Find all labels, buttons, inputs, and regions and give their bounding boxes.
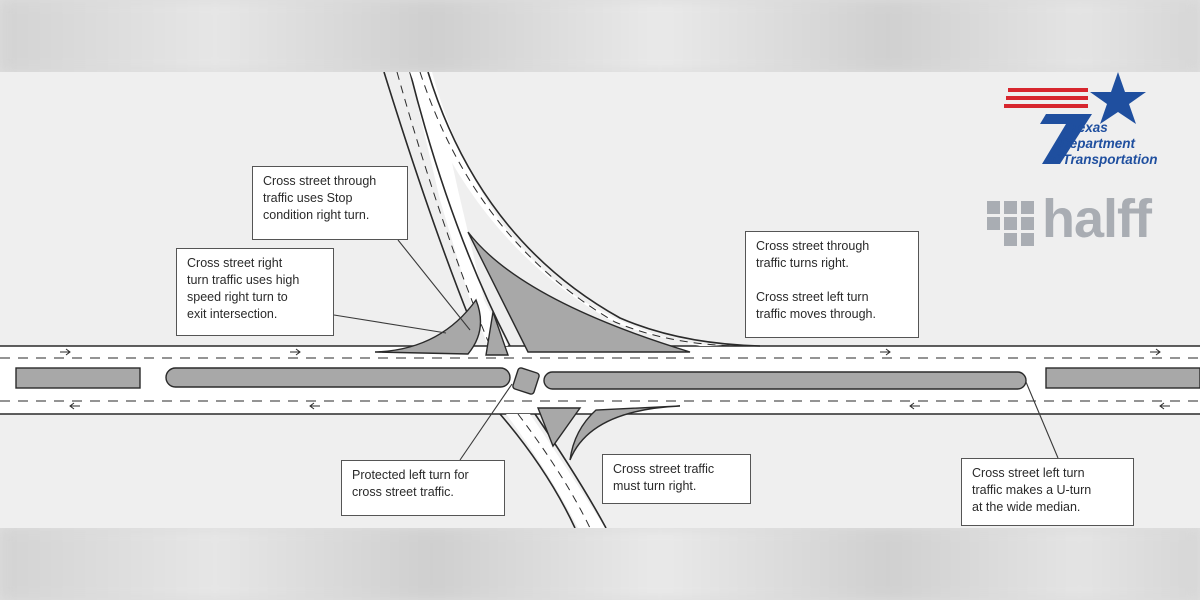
east-sweep-edge (427, 72, 761, 347)
median-long-west (165, 367, 511, 388)
median-block-west (15, 367, 141, 389)
east-sweep-centerline (419, 72, 741, 347)
callout-must-turn-right: Cross street traffic must turn right. (602, 454, 751, 504)
arrow-mark-4 (1150, 348, 1161, 356)
south-leg-edge-right (534, 413, 607, 528)
arrow-mark-7 (909, 402, 920, 410)
south-leg-edge-left (499, 413, 576, 528)
callout-stop-right-turn: Cross street through traffic uses Stop c… (252, 166, 408, 240)
island-north-big-triangle (467, 231, 691, 353)
island-south-curve (569, 405, 681, 461)
leader-high-speed-right (333, 314, 447, 334)
txdot-text-line1: Texas (1070, 120, 1108, 135)
arrow-mark-2 (290, 348, 301, 356)
callout-u-turn: Cross street left turn traffic makes a U… (961, 458, 1134, 526)
leader-u-turn (1025, 381, 1059, 459)
arrow-mark-6 (309, 402, 320, 410)
island-north-left-curve (374, 298, 482, 355)
callout-high-speed-right-turn: Cross street right turn traffic uses hig… (176, 248, 334, 336)
island-north-small-triangle (485, 311, 509, 356)
leader-stop-right-turn (397, 239, 471, 331)
txdot-text-line3: of Transportation (1046, 152, 1158, 167)
arrow-mark-3 (880, 348, 891, 356)
blurred-background-top (0, 0, 1200, 72)
arrow-mark-5 (69, 402, 80, 410)
callout-protected-left-turn: Protected left turn for cross street tra… (341, 460, 505, 516)
txdot-text-line2: Department (1060, 136, 1136, 151)
halff-grid-logo-icon (987, 201, 1034, 246)
arrow-mark-8 (1159, 402, 1170, 410)
callout-turns-right-moves-through: Cross street through traffic turns right… (745, 231, 919, 338)
south-leg-road (506, 414, 605, 528)
island-south-triangle (536, 407, 582, 448)
median-long-east (543, 371, 1027, 390)
median-block-east (1045, 367, 1200, 389)
txdot-star-logo-icon (1004, 72, 1146, 164)
blurred-background-bottom (0, 528, 1200, 600)
median-small-center (512, 367, 540, 395)
arrow-mark-1 (60, 348, 71, 356)
leader-protected-left (459, 383, 513, 461)
halff-logo-text: halff (1042, 189, 1152, 249)
south-leg-centerline (517, 413, 591, 528)
